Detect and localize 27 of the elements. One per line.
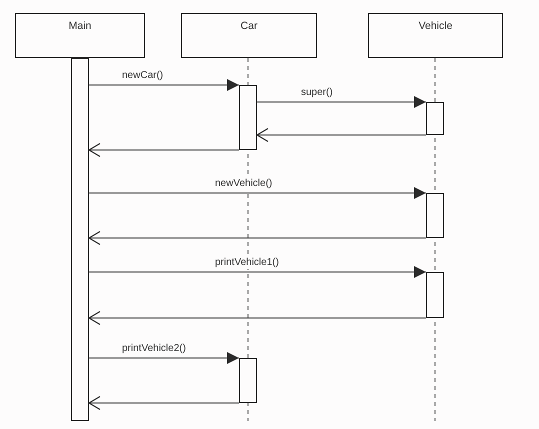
message-label: newVehicle() (214, 178, 274, 190)
activation-bar (426, 193, 444, 238)
object-box (181, 13, 317, 58)
return-arrow (88, 142, 239, 158)
activation-bar (426, 272, 444, 318)
object-box (15, 13, 145, 58)
object-name: Vehicle (418, 20, 452, 32)
return-arrow (88, 230, 426, 246)
return-arrow (88, 396, 239, 410)
message-label: newCar() (121, 70, 164, 82)
activation-bar (239, 85, 257, 150)
call-arrow (89, 352, 239, 364)
return-arrow (88, 310, 426, 326)
message-label: printVehicle1() (214, 257, 280, 269)
call-arrow (89, 266, 426, 278)
activation-bar (71, 58, 89, 421)
call-arrow (89, 79, 239, 91)
call-arrow (89, 187, 426, 199)
message-label: printVehicle2() (121, 343, 187, 355)
object-name: Main (68, 20, 92, 32)
activation-bar (239, 358, 257, 403)
message-label: super() (300, 87, 334, 99)
object-name: Car (240, 20, 258, 32)
call-arrow (257, 96, 426, 108)
object-box (368, 13, 503, 58)
return-arrow (256, 128, 426, 142)
activation-bar (426, 102, 444, 135)
